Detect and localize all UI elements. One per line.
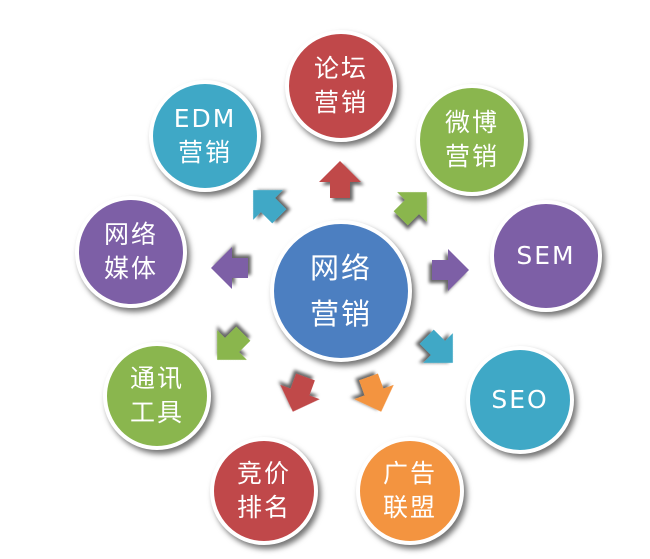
node-line1: EDM [173, 104, 237, 133]
arrow-icon [354, 373, 394, 412]
node-line2: 营销 [313, 88, 368, 117]
node-line2: 排名 [236, 493, 291, 522]
node-line1: 网络 [103, 220, 158, 249]
node-weibo-marketing: 微博营销 [416, 84, 528, 196]
arrow-icon [217, 326, 251, 360]
center-node-network-marketing: 网络 营销 [270, 220, 412, 362]
node-line2: 营销 [444, 142, 499, 171]
arrow-icon [253, 190, 287, 224]
node-line1: SEO [491, 385, 549, 414]
center-line2: 营销 [309, 297, 372, 331]
arrow-icon [211, 247, 248, 289]
arrow-icon [280, 373, 320, 412]
node-sem: SEM [490, 200, 602, 312]
node-line2: 工具 [129, 398, 184, 427]
node-line1: 广告 [382, 459, 437, 488]
node-line1: 论坛 [313, 54, 368, 83]
node-bidding-ranking: 竞价排名 [210, 437, 318, 545]
arrow-icon [319, 161, 361, 198]
node-forum-marketing: 论坛营销 [285, 30, 397, 142]
node-line2: 媒体 [103, 254, 158, 283]
node-edm-marketing: EDM 营销 [149, 80, 261, 192]
arrow-icon [419, 329, 453, 363]
center-line1: 网络 [309, 251, 372, 285]
node-line1: 竞价 [236, 459, 291, 488]
node-line2: 联盟 [382, 493, 437, 522]
node-line2: 营销 [177, 138, 232, 167]
arrow-icon [432, 249, 469, 291]
node-network-media: 网络媒体 [75, 196, 187, 308]
node-ad-alliance: 广告联盟 [356, 437, 464, 545]
node-line1: 微博 [444, 108, 499, 137]
node-line1: SEM [516, 241, 576, 270]
arrow-icon [393, 192, 427, 226]
node-line1: 通讯 [129, 364, 184, 393]
node-seo: SEO [466, 346, 574, 454]
node-im-tools: 通讯工具 [103, 342, 211, 450]
